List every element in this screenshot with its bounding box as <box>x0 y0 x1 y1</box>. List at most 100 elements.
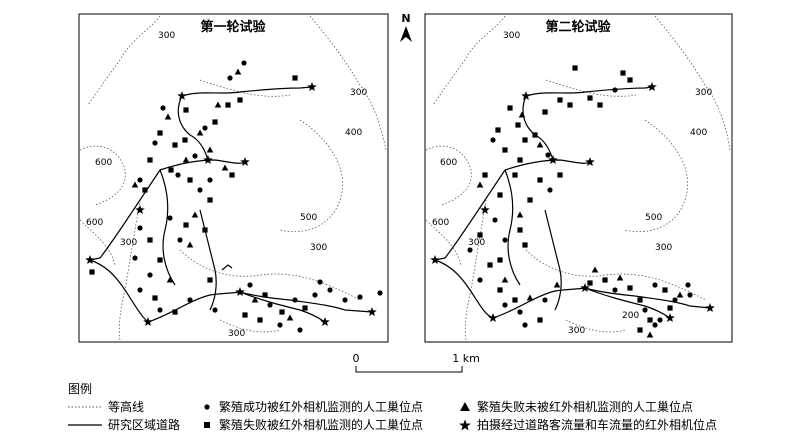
roads <box>89 86 373 323</box>
road-line-symbol <box>68 419 102 431</box>
nest-failure-monitored-marker <box>637 297 643 303</box>
nest-failure-unmonitored-marker <box>518 111 526 118</box>
nest-success-marker <box>297 327 303 333</box>
camera-site-marker <box>705 303 715 312</box>
contour-label: 500 <box>300 213 317 223</box>
contour-label: 300 <box>695 88 712 98</box>
legend-label: 拍摄经过道路客流量和车流量的红外相机位点 <box>477 418 718 432</box>
nest-failure-monitored-marker <box>183 107 189 113</box>
nest-failure-monitored-marker <box>620 70 626 76</box>
nest-failure-monitored-marker <box>627 285 633 291</box>
legend-item-star: 拍摄经过道路客流量和车流量的红外相机位点 <box>459 416 717 433</box>
nest-failure-monitored-marker <box>572 65 578 71</box>
nest-failure-monitored-marker <box>647 317 653 323</box>
nest-success-marker <box>685 282 691 288</box>
camera-site-marker <box>240 157 250 166</box>
nest-success-marker <box>137 287 143 293</box>
nest-failure-unmonitored-marker <box>591 266 599 273</box>
square-icon <box>201 419 213 431</box>
camera-site-marker <box>203 155 213 164</box>
nest-failure-unmonitored-marker <box>286 314 294 321</box>
camera-site-marker <box>665 313 675 322</box>
legend-label: 繁殖成功被红外相机监测的人工巢位点 <box>219 400 424 414</box>
nest-failure-monitored-marker <box>487 262 493 268</box>
north-label: N <box>401 12 410 25</box>
nest-success-marker <box>657 317 663 323</box>
nest-success-marker <box>652 322 658 328</box>
nest-failure-monitored-marker <box>152 295 158 301</box>
nest-success-marker <box>187 297 193 303</box>
contour-label: 300 <box>310 243 327 253</box>
nest-failure-monitored-marker <box>279 309 285 315</box>
nest-failure-monitored-marker <box>637 327 643 333</box>
nest-success-marker <box>357 294 363 300</box>
legend-label: 研究区域道路 <box>108 418 181 432</box>
north-arrow-icon <box>400 26 412 42</box>
nest-failure-unmonitored-marker <box>526 294 534 301</box>
map-frame <box>78 13 389 343</box>
nest-failure-monitored-marker <box>557 97 563 103</box>
camera-site-marker <box>307 82 317 91</box>
nest-failure-unmonitored-marker <box>164 113 172 120</box>
nest-failure-monitored-marker <box>527 197 533 203</box>
contour-label: 400 <box>690 128 707 138</box>
camera-site-marker <box>367 307 377 316</box>
nest-success-marker <box>197 187 203 193</box>
nest-failure-monitored-marker <box>497 192 503 198</box>
legend-label: 等高线 <box>108 400 145 414</box>
triangle-icon <box>459 401 471 413</box>
nest-failure-monitored-marker <box>502 147 508 153</box>
nest-success-marker <box>202 125 208 131</box>
nest-success-marker <box>517 309 523 315</box>
nest-success-marker <box>212 307 218 313</box>
nest-failure-monitored-marker <box>482 172 488 178</box>
nest-failure-monitored-marker <box>257 317 263 323</box>
nest-failure-unmonitored-marker <box>646 331 654 338</box>
camera-site-marker <box>585 157 595 166</box>
nest-success-marker <box>157 307 163 313</box>
legend-item-road: 研究区域道路 <box>68 416 180 433</box>
nest-failure-monitored-marker <box>602 277 608 283</box>
nest-success-marker <box>147 272 153 278</box>
roads <box>434 86 711 319</box>
nest-failure-unmonitored-marker <box>553 281 561 288</box>
camera-site-marker <box>647 82 657 91</box>
contour-label: 300 <box>468 238 485 248</box>
nest-failure-unmonitored-marker <box>516 211 524 218</box>
nest-success-marker <box>490 137 496 143</box>
nest-success-marker <box>342 297 348 303</box>
nest-success-marker <box>317 279 323 285</box>
nest-failure-monitored-marker <box>207 197 213 203</box>
nest-success-marker <box>277 322 283 328</box>
contour-label: 600 <box>432 218 449 228</box>
nest-failure-monitored-marker <box>212 119 218 125</box>
nest-success-marker <box>227 75 233 81</box>
legend-label: 繁殖失败未被红外相机监测的人工巢位点 <box>477 400 694 414</box>
nest-failure-monitored-marker <box>627 77 633 83</box>
nest-failure-monitored-marker <box>515 122 521 128</box>
contour-labels: 300 300 600 400 500 300 300 600 300 <box>86 31 367 339</box>
nest-failure-monitored-marker <box>587 95 593 101</box>
nest-success-marker <box>207 177 213 183</box>
scale-start-label: 0 <box>353 352 360 365</box>
nest-failure-unmonitored-marker <box>234 68 242 75</box>
nest-failure-monitored-marker <box>512 297 518 303</box>
nest-success-marker <box>137 177 143 183</box>
legend-item-circle: 繁殖成功被红外相机监测的人工巢位点 <box>201 398 423 415</box>
nest-failure-monitored-marker <box>587 280 593 286</box>
nest-failure-monitored-marker <box>157 130 163 136</box>
map-title: 第二轮试验 <box>545 19 611 35</box>
nest-failure-unmonitored-marker <box>191 211 199 218</box>
nest-failure-monitored-marker <box>157 257 163 263</box>
contour-lines <box>425 15 731 341</box>
contour-label: 200 <box>622 311 639 321</box>
contour-label: 300 <box>158 31 175 41</box>
nest-success-marker <box>152 140 158 146</box>
nest-failure-monitored-marker <box>292 75 298 81</box>
nest-failure-monitored-marker <box>182 137 188 143</box>
nest-success-marker <box>467 247 473 253</box>
nest-failure-monitored-marker <box>142 187 148 193</box>
nest-success-marker <box>312 292 318 298</box>
nest-success-marker <box>522 322 528 328</box>
nest-failure-monitored-marker <box>557 172 563 178</box>
